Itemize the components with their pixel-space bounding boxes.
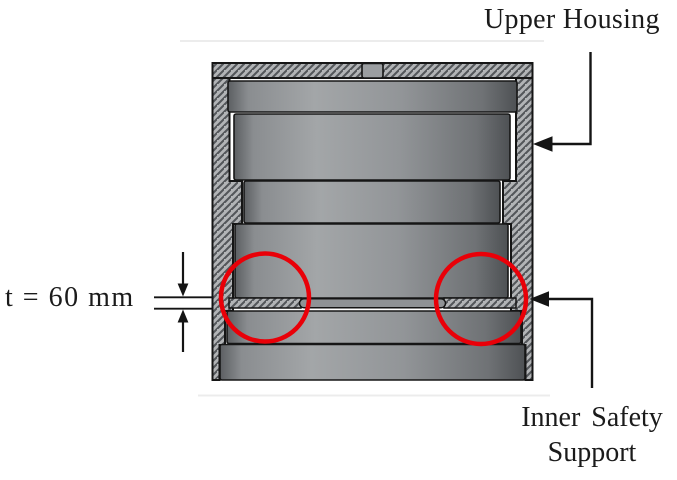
leader-arrowhead-left-icon [529,291,549,307]
block-below-support [226,310,522,345]
highlight-circles [218,251,529,347]
support-plate-right-section [443,297,517,309]
inner-support-leader [529,291,594,388]
support-plate-middle-groove [298,298,447,309]
highlight-circle-right [433,251,529,347]
block-lower-body [234,223,509,299]
inner-safety-support-label-line1: Inner Safety [521,402,663,433]
block-lid-insert [227,80,518,113]
dimension-arrow-down-icon [177,283,189,297]
inner-support-leader-line [548,297,594,388]
faint-rules [180,40,550,397]
upper-housing-leader [533,52,592,152]
inner-safety-support-label: Inner Safety Support [506,400,677,470]
inner-safety-support-plate [228,297,517,309]
support-plate-left-section [228,297,302,309]
leader-arrowhead-left-icon [533,136,553,152]
housing-top-plug [361,62,384,79]
highlight-circle-left [218,251,312,344]
upper-housing-leader-line [552,52,592,146]
block-middle-neck [243,180,501,224]
block-upper-body [233,113,511,181]
thickness-dimension [154,252,213,352]
upper-housing-label: Upper Housing [484,4,660,35]
inner-safety-support-label-line2: Support [547,437,637,468]
dimension-arrow-up-icon [177,309,189,323]
internal-blocks [219,80,526,381]
thickness-label: t = 60 mm [5,282,135,313]
block-bottom-flange [219,343,526,381]
